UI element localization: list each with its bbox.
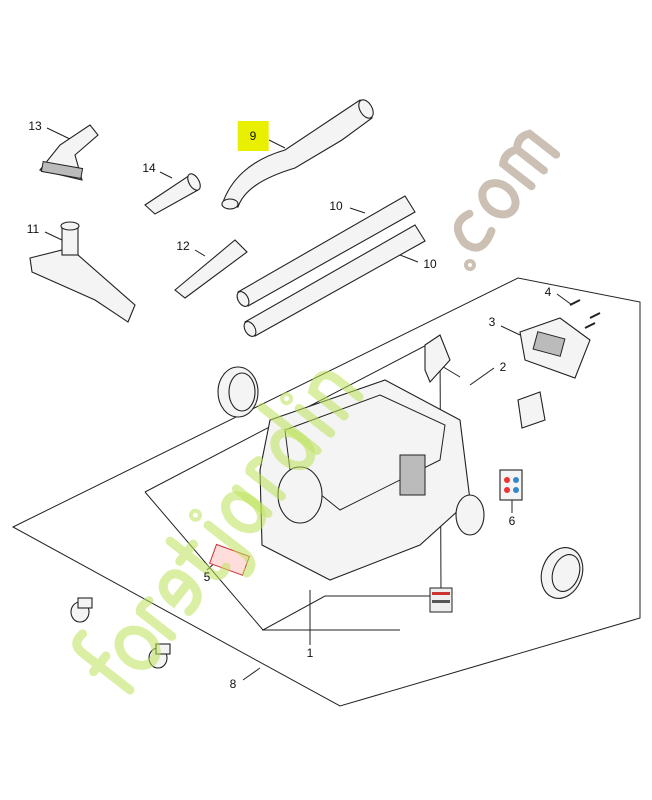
callout-5: 5 [203,570,211,584]
callout-1: 1 [306,646,314,660]
inner-assembly-outline [144,337,442,631]
rear-wheel-top [217,366,259,418]
callout-4: 4 [544,285,552,299]
part-4-screws [569,299,601,329]
rear-wheel-bottom [540,547,584,599]
front-castor-a [70,597,93,623]
outer-assembly-outline [11,277,641,707]
callout-10b: 10 [423,257,437,271]
callout-11: 11 [26,222,40,236]
callout-14: 14 [142,161,156,175]
callout-3: 3 [488,315,496,329]
part-12-crevice-nozzle [174,239,248,299]
part-9-hose-elbow [221,99,374,210]
callout-8: 8 [229,677,237,691]
part-10-suction-tube-a [236,195,416,307]
part-14-adapter [144,173,201,215]
rating-label [429,587,453,613]
callout-2: 2 [499,360,507,374]
callout-13: 13 [28,119,42,133]
callout-12: 12 [176,239,190,253]
callout-10a: 10 [329,199,343,213]
part-13-upholstery-nozzle [39,124,99,181]
part-10-suction-tube-b [243,224,426,337]
part-11-floor-nozzle [29,221,136,323]
watermark-logo-green [72,370,364,695]
callout-9-highlighted[interactable]: 9 [237,121,269,151]
part-1-container [259,379,485,581]
watermark-logo-brown [454,129,561,271]
callout-6: 6 [508,514,516,528]
part-3-accessory-holder [519,317,591,379]
part-6-labels [499,469,523,501]
part-2-clips [424,334,546,429]
